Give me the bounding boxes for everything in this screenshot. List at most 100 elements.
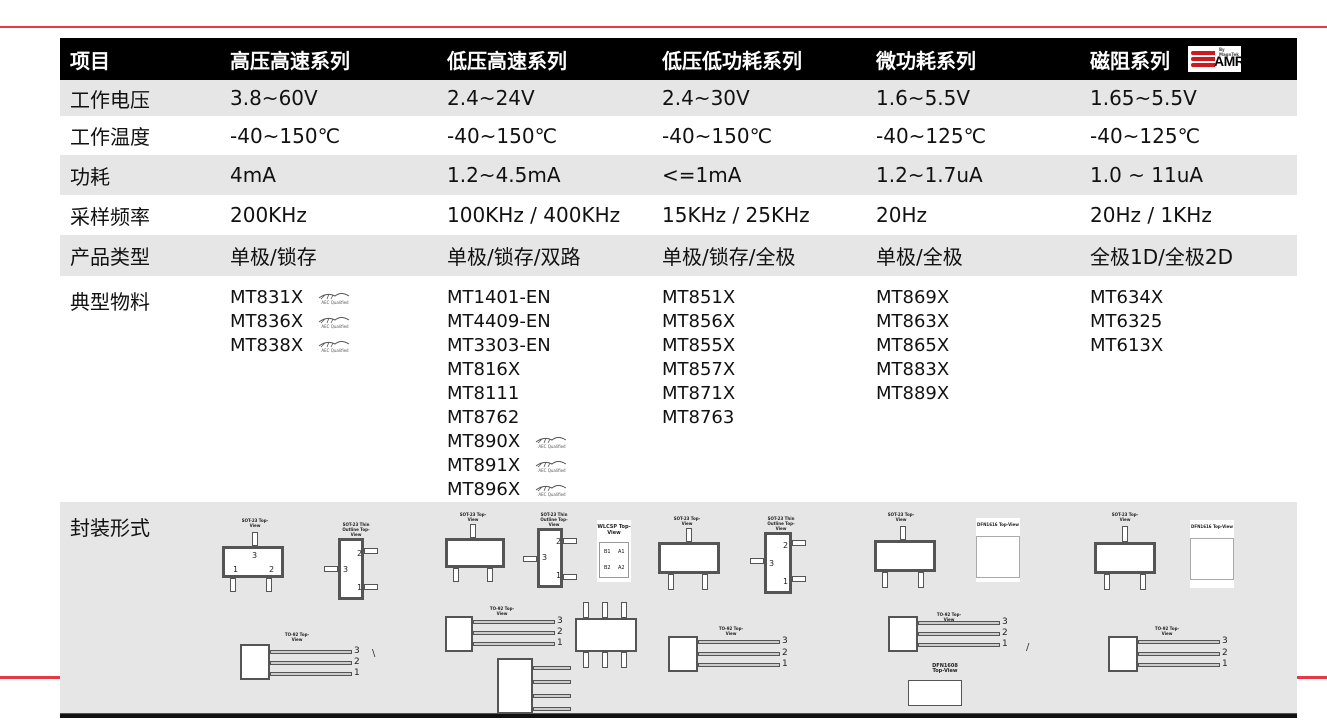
svg-text:AEC Qualified: AEC Qualified — [539, 492, 567, 497]
to92-package-icon — [668, 636, 698, 672]
package-diagrams-col3: SOT-23 Top-View SOT-23 Thin Outline Top-… — [652, 502, 866, 713]
aec-qualified-icon: AEC Qualified — [317, 314, 353, 330]
product-comparison-table: 项目 高压高速系列 低压高速系列 低压低功耗系列 微功耗系列 磁阻系列 By M… — [60, 38, 1297, 714]
top-red-rule — [0, 26, 1327, 28]
table-row-power: 功耗 4mA 1.2~4.5mA <=1mA 1.2~1.7uA 1.0 ~ 1… — [60, 155, 1297, 195]
row-label: 产品类型 — [70, 245, 150, 269]
sot23-thin-package-icon: 2 3 1 — [537, 528, 563, 588]
part-item: MT855X — [662, 335, 736, 356]
table-row-type: 产品类型 单极/锁存 单极/锁存/双路 单极/锁存/全极 单极/全极 全极1D/… — [60, 235, 1297, 276]
right-red-rule — [1297, 676, 1327, 679]
header-item: 项目 — [70, 48, 110, 73]
package-diagrams-col4: SOT-23 Top-View DFN1616 Top-View TO-92 T… — [866, 502, 1080, 713]
table-cell: 20Hz — [876, 203, 927, 227]
aec-qualified-icon: AEC Qualified — [317, 338, 353, 354]
dfn-package-icon: DFN1616 Top-View — [1190, 520, 1234, 588]
table-cell: 100KHz / 400KHz — [447, 203, 621, 227]
table-cell: 20Hz / 1KHz — [1090, 203, 1212, 227]
svg-text:AEC Qualified: AEC Qualified — [322, 324, 350, 329]
table-row-sampling: 采样频率 200KHz 100KHz / 400KHz 15KHz / 25KH… — [60, 195, 1297, 235]
table-cell: 单极/全极 — [876, 245, 963, 269]
pin-vcc — [364, 584, 378, 590]
to92-package-icon — [1108, 636, 1138, 672]
pin-vcc — [230, 578, 236, 592]
aec-qualified-icon: AEC Qualified — [534, 482, 570, 498]
part-item: MT869X — [876, 287, 950, 308]
sot23-package-icon — [1094, 542, 1156, 574]
parts-list-col2: MT1401-EN MT4409-EN MT3303-EN MT816X MT8… — [437, 276, 652, 502]
table-cell: <=1mA — [662, 163, 742, 187]
table-cell: 4mA — [230, 163, 276, 187]
pin-out — [364, 548, 378, 554]
sot23-thin-package-icon: 2 3 1 — [338, 538, 364, 600]
dfn-package-icon: DFN1616 Top-View — [976, 518, 1020, 582]
row-label: 工作温度 — [70, 125, 150, 149]
to92-package-icon — [445, 616, 473, 652]
package-diagrams-col2: SOT-23 Top-View SOT-23 Thin Outline Top-… — [437, 502, 652, 714]
package-diagrams-col5: SOT-23 Top-View DFN1616 Top-View TO-92 T… — [1080, 502, 1297, 713]
table-cell: 3.8~60V — [230, 86, 318, 110]
sot23-package-icon — [874, 540, 936, 572]
table-bottom-rule — [60, 713, 1297, 718]
lead-out — [270, 650, 352, 654]
header-micro-power: 微功耗系列 — [876, 48, 976, 73]
to92-package-icon — [240, 644, 270, 680]
parts-list-col4: MT869X MT863X MT865X MT883X MT889X — [866, 276, 1080, 502]
table-cell: 1.6~5.5V — [876, 86, 971, 110]
table-cell: 1.0 ~ 11uA — [1090, 163, 1204, 187]
part-item: MT856X — [662, 311, 736, 332]
aec-qualified-icon: AEC Qualified — [317, 290, 353, 306]
part-item: MT871X — [662, 383, 736, 404]
part-item: MT634X — [1090, 287, 1164, 308]
lead-gnd — [270, 661, 352, 665]
part-item: MT865X — [876, 335, 950, 356]
header-low-voltage-high-speed: 低压高速系列 — [447, 48, 567, 73]
table-cell: 2.4~30V — [662, 86, 750, 110]
table-cell: 15KHz / 25KHz — [662, 203, 810, 227]
table-cell: 全极1D/全极2D — [1090, 245, 1233, 269]
table-cell: -40~125℃ — [876, 123, 987, 148]
part-item: MT6325 — [1090, 311, 1163, 332]
pin-gnd — [324, 566, 338, 572]
package-diagram-group: SOT-23 Top-View 3 1 2 SOT-23 Thin Outlin… — [220, 502, 437, 713]
table-row-package: 封装形式 SOT-23 Top-View 3 1 2 SOT-23 Thin O… — [60, 502, 1297, 714]
table-cell: 1.65~5.5V — [1090, 86, 1197, 110]
part-item: MT883X — [876, 359, 950, 380]
header-low-voltage-low-power: 低压低功耗系列 — [662, 48, 802, 73]
to92-package-icon — [888, 616, 918, 652]
amr-logo-icon: By MagnTek AMR — [1188, 46, 1245, 72]
table-cell: 2.4~24V — [447, 86, 535, 110]
package-diagrams-col1: SOT-23 Top-View 3 1 2 SOT-23 Thin Outlin… — [220, 502, 437, 713]
aec-qualified-icon: AEC Qualified — [534, 434, 570, 450]
row-label: 典型物料 — [70, 290, 150, 314]
table-cell: -40~150℃ — [662, 123, 773, 148]
table-cell: 单极/锁存 — [230, 245, 317, 269]
sot23-package-icon — [658, 542, 720, 574]
sot23-thin-package-icon: 2 3 1 — [764, 532, 792, 594]
six-pin-package-icon — [575, 618, 637, 652]
part-item: MT8111 — [447, 383, 520, 404]
part-item: MT816X — [447, 359, 521, 380]
part-item: MT1401-EN — [447, 287, 551, 308]
row-label: 功耗 — [70, 164, 110, 189]
four-lead-package-icon — [497, 658, 533, 714]
sot23-package-icon — [445, 538, 505, 568]
part-item: MT889X — [876, 383, 950, 404]
svg-text:AEC Qualified: AEC Qualified — [322, 300, 350, 305]
row-label: 封装形式 — [70, 516, 150, 540]
row-label: 采样频率 — [70, 204, 150, 229]
table-cell: 单极/锁存/双路 — [447, 245, 581, 269]
table-cell: 1.2~1.7uA — [876, 163, 983, 187]
svg-text:AEC Qualified: AEC Qualified — [539, 468, 567, 473]
table-row-voltage: 工作电压 3.8~60V 2.4~24V 2.4~30V 1.6~5.5V 1.… — [60, 80, 1297, 116]
table-cell: -40~125℃ — [1090, 123, 1201, 148]
header-magnetoresistive-label: 磁阻系列 — [1090, 48, 1170, 73]
table-cell: -40~150℃ — [230, 123, 341, 148]
part-item: MT863X — [876, 311, 950, 332]
parts-list-col5: MT634X MT6325 MT613X — [1080, 276, 1297, 502]
table-cell: 1.2~4.5mA — [447, 163, 561, 187]
row-label: 工作电压 — [70, 87, 150, 112]
